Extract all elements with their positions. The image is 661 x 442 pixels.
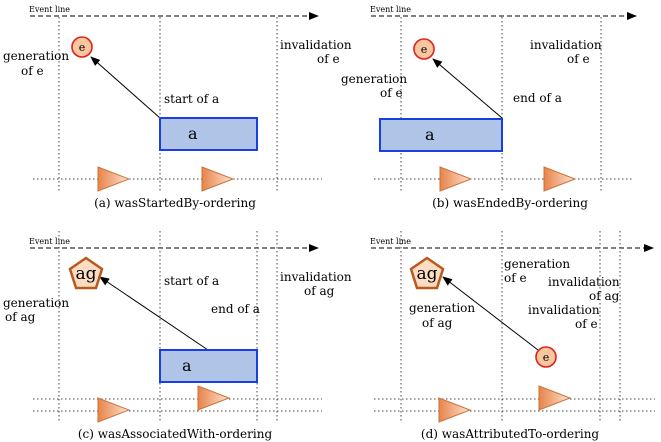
- caption: (c) wasAssociatedWith-ordering: [78, 427, 273, 441]
- event-marker: [197, 385, 231, 411]
- activity-node: [159, 117, 258, 151]
- activity-node: [379, 118, 503, 152]
- event-line-label: Event line: [29, 237, 70, 246]
- agent-invalidation-label: invalidation: [548, 275, 620, 289]
- dependency-arrow: [432, 58, 503, 119]
- entity-invalidation-label-line2: of e: [575, 317, 598, 331]
- attribution-arrow: [442, 276, 539, 351]
- dependency-arrow: [99, 276, 209, 351]
- invalidation-label: invalidation: [280, 38, 352, 52]
- panel-c: Event line generation of ag invalidation…: [3, 231, 352, 441]
- event-line-label: Event line: [29, 5, 70, 14]
- entity-node: [71, 36, 93, 58]
- event-marker: [97, 397, 131, 423]
- start-label: start of a: [164, 92, 219, 106]
- generation-label: generation: [3, 296, 69, 310]
- event-line-label: Event line: [370, 5, 411, 14]
- entity-label: e: [79, 41, 86, 54]
- event-marker: [201, 166, 235, 192]
- entity-generation-label: generation: [504, 257, 570, 271]
- end-label: end of a: [211, 302, 260, 316]
- event-marker: [438, 397, 472, 423]
- generation-label-line2: of e: [21, 64, 44, 78]
- entity-node: [413, 38, 435, 60]
- event-marker: [97, 166, 131, 192]
- invalidation-label-line2: of e: [317, 52, 340, 66]
- agent-node: [68, 256, 104, 290]
- agent-label: ag: [416, 264, 437, 284]
- activity-label: a: [182, 356, 192, 375]
- entity-generation-label-line2: of e: [504, 271, 527, 285]
- agent-node: [409, 256, 445, 290]
- activity-node: [159, 349, 258, 383]
- caption: (a) wasStartedBy-ordering: [94, 196, 256, 210]
- entity-label: e: [421, 43, 428, 56]
- entity-invalidation-label: invalidation: [528, 303, 600, 317]
- agent-generation-label-line2: of ag: [422, 316, 453, 330]
- entity-node: [535, 346, 557, 368]
- event-line-label: Event line: [370, 237, 411, 246]
- invalidation-label: invalidation: [530, 38, 602, 52]
- generation-label: generation: [3, 49, 69, 63]
- generation-label: generation: [341, 72, 407, 86]
- generation-label-line2: of ag: [5, 310, 36, 324]
- agent-invalidation-label-line2: of ag: [589, 289, 620, 303]
- generation-label-line2: of e: [380, 86, 403, 100]
- caption: (b) wasEndedBy-ordering: [432, 196, 588, 210]
- entity-label: e: [543, 351, 550, 364]
- event-marker: [543, 166, 577, 192]
- agent-generation-label: generation: [409, 301, 475, 315]
- invalidation-label-line2: of ag: [304, 284, 335, 298]
- panel-b: Event line generation of e invalidation …: [341, 5, 637, 210]
- dependency-arrow: [90, 56, 161, 119]
- start-label: start of a: [164, 274, 219, 288]
- event-marker: [439, 166, 473, 192]
- end-label: end of a: [513, 91, 562, 105]
- caption: (d) wasAttributedTo-ordering: [421, 427, 600, 441]
- agent-label: ag: [75, 264, 96, 284]
- invalidation-label-line2: of e: [567, 52, 590, 66]
- activity-label: a: [425, 125, 435, 144]
- event-marker: [538, 385, 572, 411]
- panel-a: Event line generation of e invalidation …: [3, 5, 352, 210]
- invalidation-label: invalidation: [280, 270, 352, 284]
- panel-d: Event line generation of ag generation o…: [370, 231, 655, 441]
- activity-label: a: [188, 124, 198, 143]
